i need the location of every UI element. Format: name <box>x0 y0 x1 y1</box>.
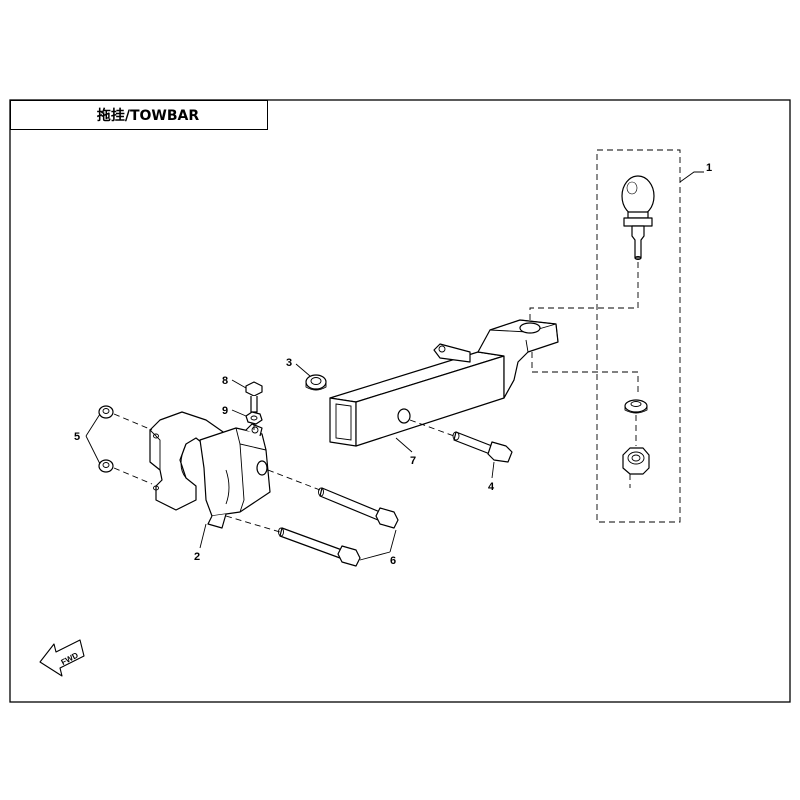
diagram-frame <box>9 99 791 703</box>
bolt6-upper-line <box>267 469 321 491</box>
bolt6-lower-line <box>225 515 281 533</box>
bracket-nut-upper <box>98 405 114 419</box>
ball-mount-group-box <box>596 149 681 523</box>
ball-nut <box>622 447 650 488</box>
diagram-title: 拖挂/TOWBAR <box>96 108 200 124</box>
leader-4 <box>491 461 495 479</box>
leader-8 <box>231 379 247 389</box>
callout-6: 6 <box>390 555 396 567</box>
callout-4: 4 <box>488 481 495 493</box>
small-nut <box>245 411 263 425</box>
nut5-upper-line <box>113 413 153 431</box>
long-bolt-upper <box>318 487 399 529</box>
nut5-lower-line <box>113 467 153 485</box>
drawbar-bolt <box>452 431 513 463</box>
bracket-nut-lower <box>98 459 114 473</box>
callout-7: 7 <box>410 455 416 467</box>
title-box: 拖挂/TOWBAR <box>10 100 268 130</box>
leader-1 <box>679 171 704 183</box>
long-bolt-lower <box>278 527 361 567</box>
ball-alignment-line <box>529 262 639 326</box>
mount-bracket <box>149 411 271 529</box>
flange-nut <box>305 374 327 391</box>
callout-5: 5 <box>74 431 80 443</box>
leader-6 <box>359 529 397 561</box>
bolt4-alignment-line <box>409 419 455 437</box>
callout-3: 3 <box>286 357 292 369</box>
ball-lock-washer <box>624 399 648 414</box>
small-bolt <box>245 381 263 413</box>
hitch-ball <box>621 175 655 260</box>
leader-2 <box>199 523 207 549</box>
leader-9 <box>231 409 247 417</box>
drawbar <box>329 319 559 447</box>
callout-1: 1 <box>706 162 712 174</box>
fwd-arrow-icon: FWD <box>39 639 85 677</box>
callout-9: 9 <box>222 405 228 417</box>
leader-5 <box>85 413 101 465</box>
leader-3 <box>295 363 311 377</box>
callout-2: 2 <box>194 551 200 563</box>
callout-8: 8 <box>222 375 228 387</box>
nut-alignment-line <box>531 352 639 392</box>
leader-7 <box>395 437 413 453</box>
